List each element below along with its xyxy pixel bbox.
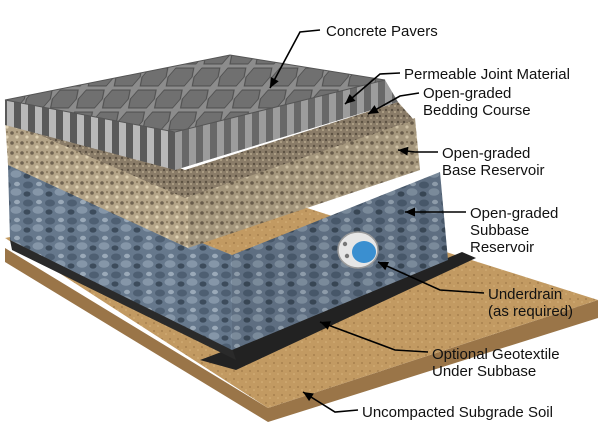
label-permeable-joint-material: Permeable Joint Material [404,66,570,83]
leader-lines [269,29,485,413]
label-underdrain: Underdrain(as required) [488,286,573,320]
leader-underdrain-arrowhead [378,262,389,271]
leader-permeable-joint [344,72,401,105]
leader-permeable-joint-arrowhead [345,94,356,104]
leader-geotextile-arrowhead [320,321,331,330]
leader-base-reservoir-arrowhead [398,146,409,156]
subbase-reservoir-layer [8,165,448,350]
base-reservoir-layer [5,118,420,248]
leader-subgrade-soil-arrowhead [303,392,314,402]
label-subgrade-soil: Uncompacted Subgrade Soil [362,404,553,421]
concrete-pavers-layer [4,54,398,170]
leader-bedding-course-arrowhead [368,105,379,114]
leader-concrete-pavers-arrowhead [270,77,279,88]
geotextile-layer [10,240,476,370]
label-concrete-pavers: Concrete Pavers [326,23,438,40]
leader-underdrain [377,261,485,294]
underdrain-pipe [337,231,379,269]
leader-concrete-pavers [269,29,321,89]
leader-bedding-course [367,92,420,115]
leader-subgrade-soil [302,391,359,413]
leader-geotextile [319,321,429,353]
leader-subbase-reservoir-arrowhead [405,207,415,217]
